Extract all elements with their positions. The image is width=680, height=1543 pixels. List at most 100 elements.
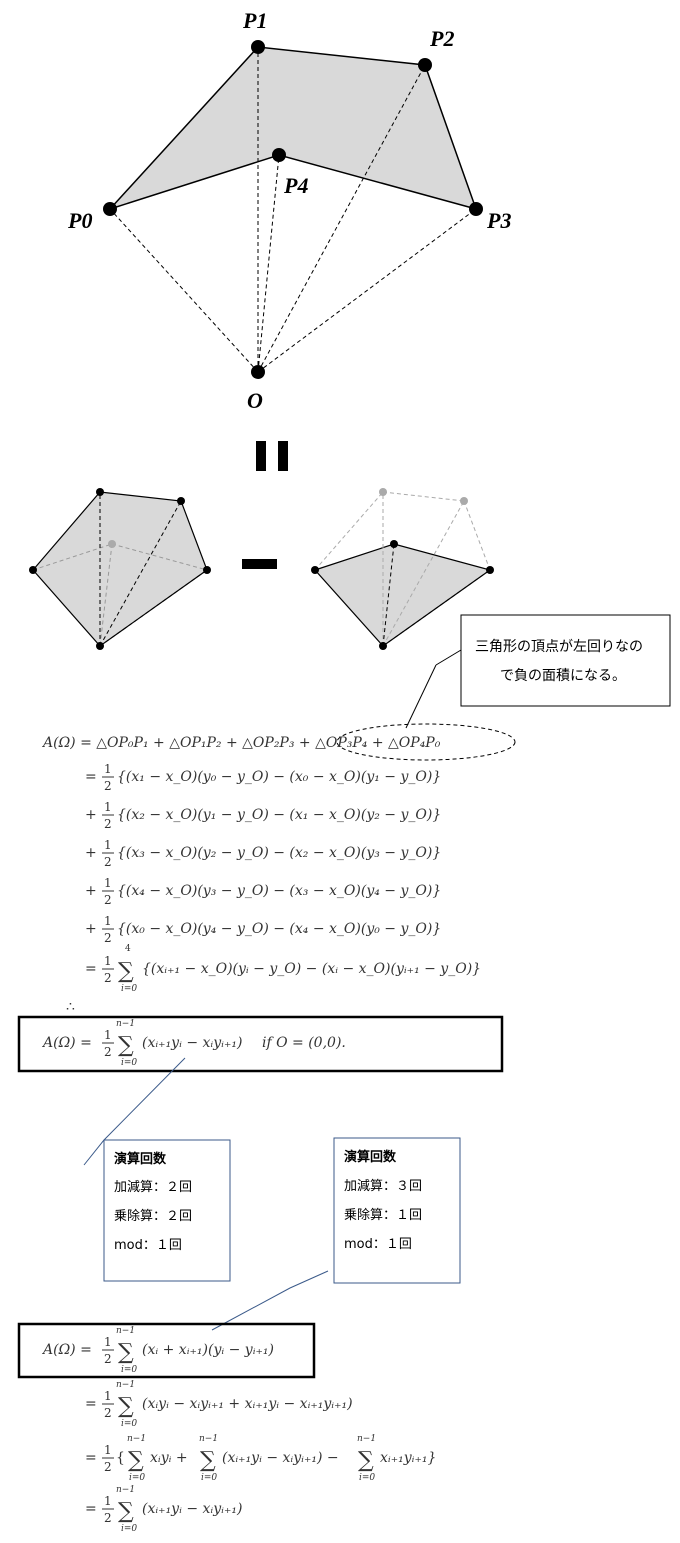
svg-text:mod：１回: mod：１回 bbox=[344, 1237, 412, 1252]
svg-text:xᵢ₊₁yᵢ₊₁}: xᵢ₊₁yᵢ₊₁} bbox=[380, 1450, 436, 1466]
svg-text:2: 2 bbox=[104, 1511, 112, 1525]
point-o bbox=[251, 365, 265, 379]
derivation-term-1: = 1 2 {(x₁ − x_O)(y₀ − y_O) − (x₀ − x_O)… bbox=[85, 762, 441, 793]
svg-text:1: 1 bbox=[104, 838, 112, 852]
expansion-line-2: = 1 2 { n−1 ∑ i=0 xᵢyᵢ + n−1 ∑ i=0 (xᵢ₊₁… bbox=[85, 1434, 436, 1483]
svg-text:1: 1 bbox=[104, 1494, 112, 1508]
dash-o-p4 bbox=[257, 154, 280, 373]
svg-text:∑: ∑ bbox=[118, 1499, 134, 1524]
equals-symbol bbox=[256, 441, 288, 471]
svg-text:∑: ∑ bbox=[128, 1448, 144, 1473]
expansion-line-1: = 1 2 n−1 ∑ i=0 (xᵢyᵢ − xᵢyᵢ₊₁ + xᵢ₊₁yᵢ … bbox=[85, 1380, 353, 1429]
expansion-block: = 1 2 n−1 ∑ i=0 (xᵢyᵢ − xᵢyᵢ₊₁ + xᵢ₊₁yᵢ … bbox=[85, 1380, 436, 1534]
svg-text:+: + bbox=[85, 921, 97, 937]
point-p1 bbox=[251, 40, 265, 54]
boxed-formula-1: A(Ω) = 1 2 n−1 ∑ i=0 (xᵢ₊₁yᵢ − xᵢyᵢ₊₁) i… bbox=[17, 1015, 504, 1073]
svg-text:i=0: i=0 bbox=[121, 1058, 137, 1068]
svg-text:i=0: i=0 bbox=[121, 1524, 137, 1534]
svg-text:1: 1 bbox=[104, 800, 112, 814]
triangle-dashed-lines bbox=[109, 47, 477, 373]
svg-text:i=0: i=0 bbox=[359, 1473, 375, 1483]
svg-text:=: = bbox=[85, 769, 97, 785]
svg-text:{(x₃ − x_O)(y₂ − y_O) − (x₂ −: {(x₃ − x_O)(y₂ − y_O) − (x₂ − x_O)(y₃ − … bbox=[117, 845, 441, 861]
label-p0: P0 bbox=[67, 208, 92, 233]
svg-text:1: 1 bbox=[104, 1028, 112, 1042]
svg-text:{(x₀ − x_O)(y₄ − y_O) − (x₄ −: {(x₀ − x_O)(y₄ − y_O) − (x₄ − x_O)(y₀ − … bbox=[117, 921, 441, 937]
derivation-term-2: + 1 2 {(x₂ − x_O)(y₁ − y_O) − (x₁ − x_O)… bbox=[85, 800, 441, 831]
svg-text:加減算：２回: 加減算：２回 bbox=[114, 1179, 192, 1195]
svg-text:1: 1 bbox=[104, 762, 112, 776]
svg-text:1: 1 bbox=[104, 1335, 112, 1349]
point-p4 bbox=[272, 148, 286, 162]
svg-text:2: 2 bbox=[104, 931, 112, 945]
svg-text:+: + bbox=[85, 807, 97, 823]
svg-text:2: 2 bbox=[104, 1406, 112, 1420]
dashed-ellipse-highlight bbox=[336, 723, 516, 761]
derivation-sum: = 1 2 4 ∑ i=0 {(xᵢ₊₁ − x_O)(yᵢ − y_O) − … bbox=[85, 944, 481, 994]
label-p4: P4 bbox=[283, 173, 308, 198]
svg-text:2: 2 bbox=[104, 1045, 112, 1059]
svg-text:n−1: n−1 bbox=[199, 1434, 218, 1444]
svg-text:n−1: n−1 bbox=[116, 1326, 135, 1336]
svg-text:∑: ∑ bbox=[358, 1448, 374, 1473]
svg-text:1: 1 bbox=[104, 914, 112, 928]
svg-text:乗除算：１回: 乗除算：１回 bbox=[344, 1208, 422, 1223]
svg-text:(xᵢ + xᵢ₊₁)(yᵢ − yᵢ₊₁): (xᵢ + xᵢ₊₁)(yᵢ − yᵢ₊₁) bbox=[142, 1342, 274, 1358]
svg-text:1: 1 bbox=[104, 1389, 112, 1403]
svg-text:∑: ∑ bbox=[118, 1394, 134, 1419]
svg-text:乗除算：２回: 乗除算：２回 bbox=[114, 1209, 192, 1224]
boxed-formula-2: A(Ω) = 1 2 n−1 ∑ i=0 (xᵢ + xᵢ₊₁)(yᵢ − yᵢ… bbox=[17, 1322, 316, 1379]
svg-text:1: 1 bbox=[104, 954, 112, 968]
top-polygon-diagram: P0 P1 P2 P3 P4 O bbox=[67, 8, 511, 413]
svg-text:n−1: n−1 bbox=[116, 1485, 135, 1495]
small-polygon-left bbox=[29, 488, 211, 650]
point-p0 bbox=[103, 202, 117, 216]
dash-o-p0 bbox=[109, 208, 259, 373]
svg-text:A(Ω) =: A(Ω) = bbox=[41, 1035, 92, 1051]
point-p2 bbox=[418, 58, 432, 72]
dash-o-p2 bbox=[257, 64, 426, 373]
svg-text:mod：１回: mod：１回 bbox=[114, 1238, 182, 1253]
point-p3 bbox=[469, 202, 483, 216]
svg-text:∑: ∑ bbox=[118, 959, 134, 984]
connector-right bbox=[211, 1270, 329, 1331]
svg-text:=: = bbox=[85, 961, 97, 977]
derivation-term-5: + 1 2 {(x₀ − x_O)(y₄ − y_O) − (x₄ − x_O)… bbox=[85, 914, 441, 945]
label-o: O bbox=[247, 388, 263, 413]
svg-text:演算回数: 演算回数 bbox=[114, 1151, 167, 1167]
svg-text:{: { bbox=[116, 1450, 125, 1466]
svg-text:1: 1 bbox=[104, 876, 112, 890]
svg-text:2: 2 bbox=[104, 1352, 112, 1366]
svg-text:+: + bbox=[85, 845, 97, 861]
label-p3: P3 bbox=[486, 208, 511, 233]
svg-text:(xᵢ₊₁yᵢ − xᵢyᵢ₊₁) −: (xᵢ₊₁yᵢ − xᵢyᵢ₊₁) − bbox=[222, 1450, 339, 1466]
svg-text:i=0: i=0 bbox=[129, 1473, 145, 1483]
derivation-term-3: + 1 2 {(x₃ − x_O)(y₂ − y_O) − (x₂ − x_O)… bbox=[85, 838, 441, 869]
svg-text:2: 2 bbox=[104, 779, 112, 793]
svg-text:=: = bbox=[85, 1396, 97, 1412]
svg-text:{(x₄ − x_O)(y₃ − y_O) − (x₃ −: {(x₄ − x_O)(y₃ − y_O) − (x₃ − x_O)(y₄ − … bbox=[117, 883, 441, 899]
svg-text:+: + bbox=[85, 883, 97, 899]
svg-text:{(x₂ − x_O)(y₁ − y_O) − (x₁ −: {(x₂ − x_O)(y₁ − y_O) − (x₁ − x_O)(y₂ − … bbox=[117, 807, 441, 823]
svg-text:A(Ω) =: A(Ω) = bbox=[41, 1342, 92, 1358]
svg-text:4: 4 bbox=[125, 944, 131, 954]
callout-line-1: 三角形の頂点が左回りなの bbox=[475, 639, 643, 655]
svg-text:2: 2 bbox=[104, 1460, 112, 1474]
svg-text:i=0: i=0 bbox=[121, 1419, 137, 1429]
minus-symbol bbox=[242, 559, 277, 569]
svg-text:=: = bbox=[85, 1501, 97, 1517]
svg-text:n−1: n−1 bbox=[116, 1019, 135, 1029]
left-shaded-region bbox=[32, 491, 208, 647]
expansion-line-3: = 1 2 n−1 ∑ i=0 (xᵢ₊₁yᵢ − xᵢyᵢ₊₁) bbox=[85, 1485, 242, 1534]
callout-line-2: で負の面積になる。 bbox=[500, 668, 626, 684]
svg-text:∑: ∑ bbox=[118, 1033, 134, 1058]
svg-text:∑: ∑ bbox=[200, 1448, 216, 1473]
svg-text:i=0: i=0 bbox=[121, 984, 137, 994]
dash-o-p3 bbox=[257, 208, 477, 373]
svg-text:=: = bbox=[85, 1450, 97, 1466]
svg-text:n−1: n−1 bbox=[116, 1380, 135, 1390]
operation-count-box-right: 演算回数 加減算：３回 乗除算：１回 mod：１回 bbox=[333, 1137, 461, 1284]
svg-text:(xᵢyᵢ − xᵢyᵢ₊₁ + xᵢ₊₁yᵢ − xᵢ₊₁: (xᵢyᵢ − xᵢyᵢ₊₁ + xᵢ₊₁yᵢ − xᵢ₊₁yᵢ₊₁) bbox=[142, 1396, 353, 1412]
svg-text:i=0: i=0 bbox=[201, 1473, 217, 1483]
